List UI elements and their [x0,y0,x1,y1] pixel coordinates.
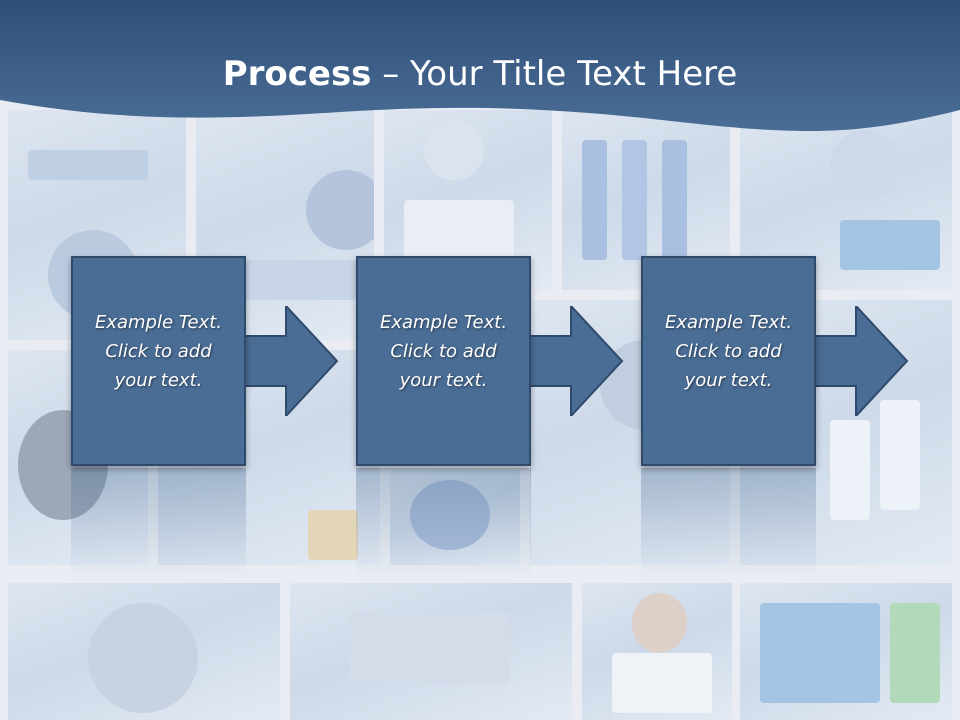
step-box [641,256,816,466]
step-text-line: Click to add [390,341,497,362]
microscope-photo [8,110,186,340]
scientist-photo [582,583,732,720]
step-reflection [356,468,531,578]
step-reflection [71,468,246,578]
lab-equipment-photo [740,110,952,290]
process-step-1[interactable]: Example Text. Click to add your text. [71,256,339,578]
right-arrow-icon [526,306,624,416]
step-text-line: Example Text. [664,312,793,333]
title-rest: – Your Title Text Here [371,54,738,94]
step-box [356,256,531,466]
step-text-line: Click to add [105,341,212,362]
step-text-line: your text. [399,370,488,391]
process-step-2[interactable]: Example Text. Click to add your text. [356,256,624,578]
step-text-line: your text. [684,370,773,391]
step-text[interactable]: Example Text. Click to add your text. [651,308,806,395]
microscope-photo [290,583,572,720]
step-text-line: Click to add [675,341,782,362]
objective-lens-photo [8,583,280,720]
header-band [0,0,960,132]
step-reflection [641,468,816,578]
petri-dish-photo [390,470,520,565]
right-arrow-icon [811,306,909,416]
step-text-line: Example Text. [379,312,508,333]
step-text[interactable]: Example Text. Click to add your text. [366,308,521,395]
page-title: Process – Your Title Text Here [0,52,960,96]
test-tubes-photo [740,583,952,720]
step-text[interactable]: Example Text. Click to add your text. [81,308,236,395]
step-box [71,256,246,466]
right-arrow-icon [241,306,339,416]
step-text-line: Example Text. [94,312,223,333]
title-bold: Process [222,54,372,94]
step-text-line: your text. [114,370,203,391]
process-step-3[interactable]: Example Text. Click to add your text. [641,256,909,578]
